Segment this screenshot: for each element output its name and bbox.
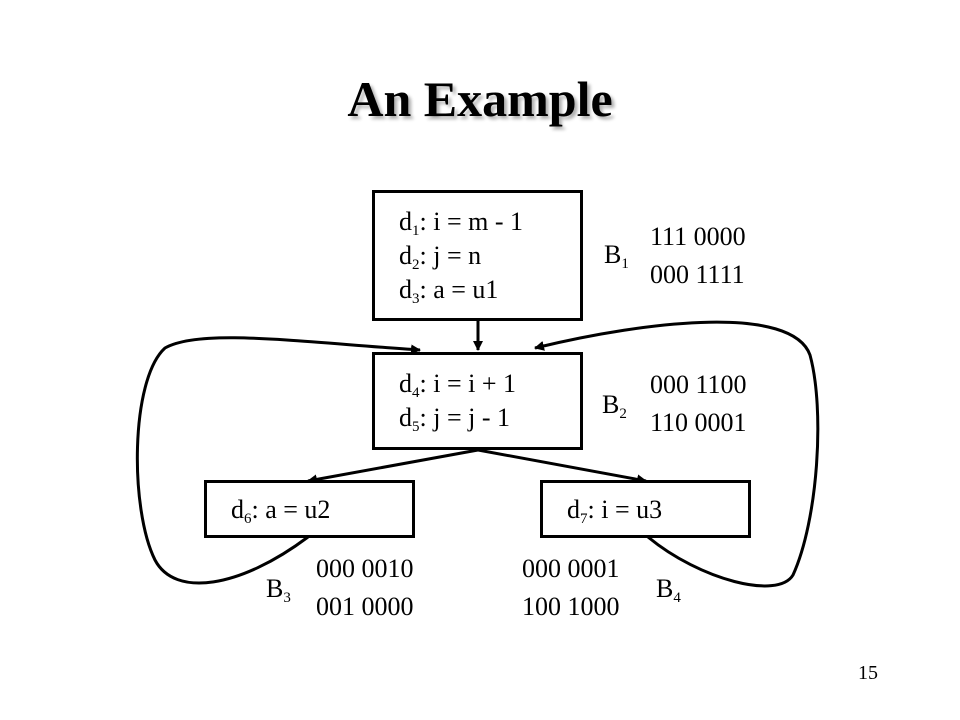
- slide-title: An Example: [347, 71, 613, 127]
- block-b4: d7: i = u3: [540, 480, 751, 538]
- b2-gen-bits: 000 1100: [650, 370, 747, 399]
- block-b1: d1: i = m - 1 d2: j = n d3: a = u1: [372, 190, 583, 321]
- b1-line-3: d3: a = u1: [399, 275, 499, 307]
- b1-line-2: d2: j = n: [399, 241, 482, 273]
- b2-line-2: d5: j = j - 1: [399, 403, 510, 435]
- b1-kill-bits: 000 1111: [650, 260, 745, 289]
- page-number: 15: [858, 662, 878, 684]
- b3-gen-bits: 000 0010: [316, 554, 414, 583]
- b3-kill-bits: 001 0000: [316, 592, 414, 621]
- b4-gen-bits: 000 0001: [522, 554, 620, 583]
- b2-label: B2: [602, 390, 627, 422]
- block-b3: d6: a = u2: [204, 480, 415, 538]
- b2-line-1: d4: i = i + 1: [399, 369, 516, 401]
- block-b2: d4: i = i + 1 d5: j = j - 1: [372, 352, 583, 450]
- edge-b2-to-b3: [307, 448, 479, 485]
- b2-kill-bits: 110 0001: [650, 408, 747, 437]
- b4-kill-bits: 100 1000: [522, 592, 620, 621]
- b1-label: B1: [604, 240, 629, 272]
- b4-label: B4: [656, 574, 681, 606]
- edge-b4-loop-to-b2: [534, 320, 820, 588]
- edge-b2-to-b4: [477, 448, 647, 485]
- edge-b3-loop-to-b2: [135, 336, 421, 585]
- b3-label: B3: [266, 574, 291, 606]
- b1-gen-bits: 111 0000: [650, 222, 746, 251]
- b3-line-1: d6: a = u2: [231, 495, 331, 527]
- b1-line-1: d1: i = m - 1: [399, 207, 523, 239]
- b4-line-1: d7: i = u3: [567, 495, 663, 527]
